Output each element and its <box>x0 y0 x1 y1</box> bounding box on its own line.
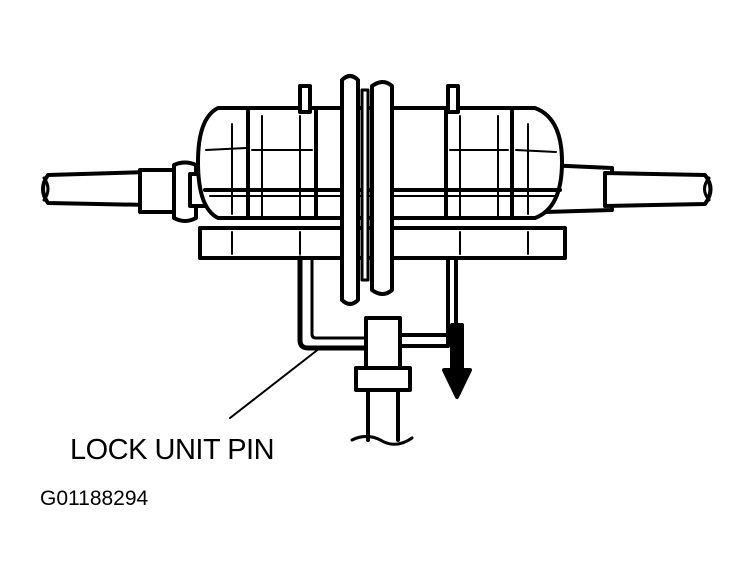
callout-leader-line <box>229 347 321 419</box>
top-pins <box>298 84 460 114</box>
callout-label-lock-unit-pin: LOCK UNIT PIN <box>70 434 275 466</box>
down-arrow-icon <box>442 323 472 399</box>
clutch-discs <box>340 74 394 306</box>
right-shaft <box>543 163 713 214</box>
lock-unit-linkage <box>297 255 458 446</box>
figure-id-label: G01188294 <box>40 487 149 510</box>
left-shaft <box>41 160 212 223</box>
